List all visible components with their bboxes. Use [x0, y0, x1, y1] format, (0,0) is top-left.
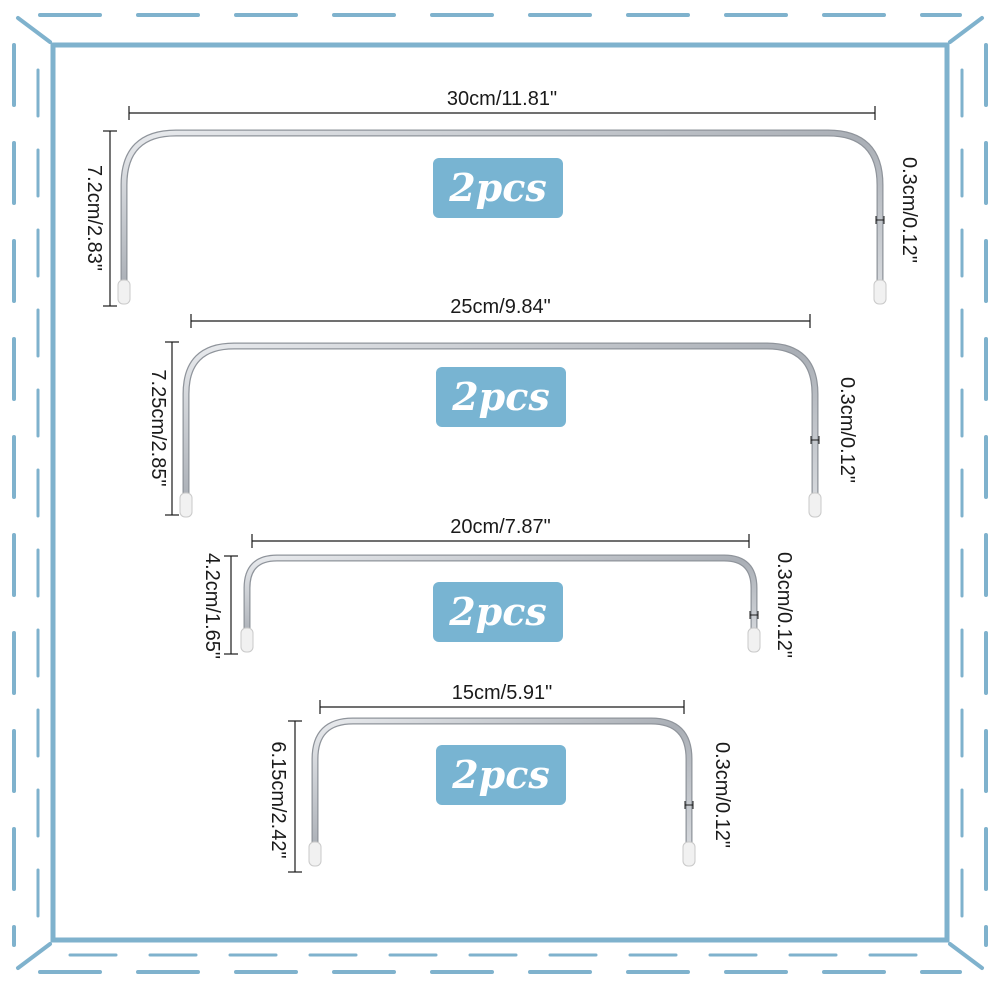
- quantity-badge: [436, 745, 566, 805]
- frame-inner-border: [50, 42, 950, 943]
- width-label: 30cm/11.81": [447, 88, 557, 110]
- rod-wire: [183, 343, 818, 506]
- quantity-label: 2pcs: [451, 374, 550, 419]
- rod-set: 30cm/11.81"7.2cm/2.83"0.3cm/0.12"2pcs25c…: [83, 88, 920, 873]
- frame-corner-top-right: [948, 16, 984, 44]
- frame-corner-bottom-right: [948, 942, 984, 970]
- width-label: 15cm/5.91": [452, 682, 553, 704]
- diameter-label: 0.3cm/0.12": [898, 157, 920, 263]
- rod-4: 15cm/5.91" 6.15cm/2.42" 0.3cm/0.12" 2pcs: [267, 682, 733, 873]
- rod-left-end-cap: [117, 279, 131, 305]
- rod-right-end-cap: [682, 841, 696, 867]
- frame-corner-top-left: [16, 16, 52, 44]
- diameter-label: 0.3cm/0.12": [711, 742, 733, 848]
- rod-right-end-cap: [808, 492, 822, 518]
- rod-2: 25cm/9.84" 7.25cm/2.85" 0.3cm/0.12" 2pcs: [147, 296, 858, 518]
- rod-1: 30cm/11.81" 7.2cm/2.83" 0.3cm/0.12" 2pcs: [83, 88, 920, 307]
- frame-corner-bottom-left: [16, 942, 52, 970]
- height-label: 7.25cm/2.85": [147, 369, 169, 486]
- diameter-label: 0.3cm/0.12": [836, 377, 858, 483]
- rod-right-end-cap: [873, 279, 887, 305]
- rod-wire: [244, 555, 757, 641]
- width-label: 20cm/7.87": [450, 516, 551, 538]
- quantity-label: 2pcs: [448, 165, 547, 210]
- rod-wire: [121, 130, 883, 293]
- stitched-frame-border: [12, 13, 988, 974]
- quantity-label: 2pcs: [451, 752, 550, 797]
- rod-wire: [312, 718, 692, 855]
- height-label: 6.15cm/2.42": [267, 741, 289, 858]
- quantity-badge: [433, 582, 563, 642]
- rod-right-end-cap: [747, 627, 761, 653]
- width-label: 25cm/9.84": [450, 296, 551, 318]
- height-label: 7.2cm/2.83": [83, 165, 105, 271]
- quantity-badge: [433, 158, 563, 218]
- rod-left-end-cap: [240, 627, 254, 653]
- rod-left-end-cap: [179, 492, 193, 518]
- diameter-label: 0.3cm/0.12": [773, 552, 795, 658]
- quantity-label: 2pcs: [448, 589, 547, 634]
- rod-3: 20cm/7.87" 4.2cm/1.65" 0.3cm/0.12" 2pcs: [201, 516, 795, 659]
- quantity-badge: [436, 367, 566, 427]
- height-label: 4.2cm/1.65": [201, 553, 223, 659]
- rod-left-end-cap: [308, 841, 322, 867]
